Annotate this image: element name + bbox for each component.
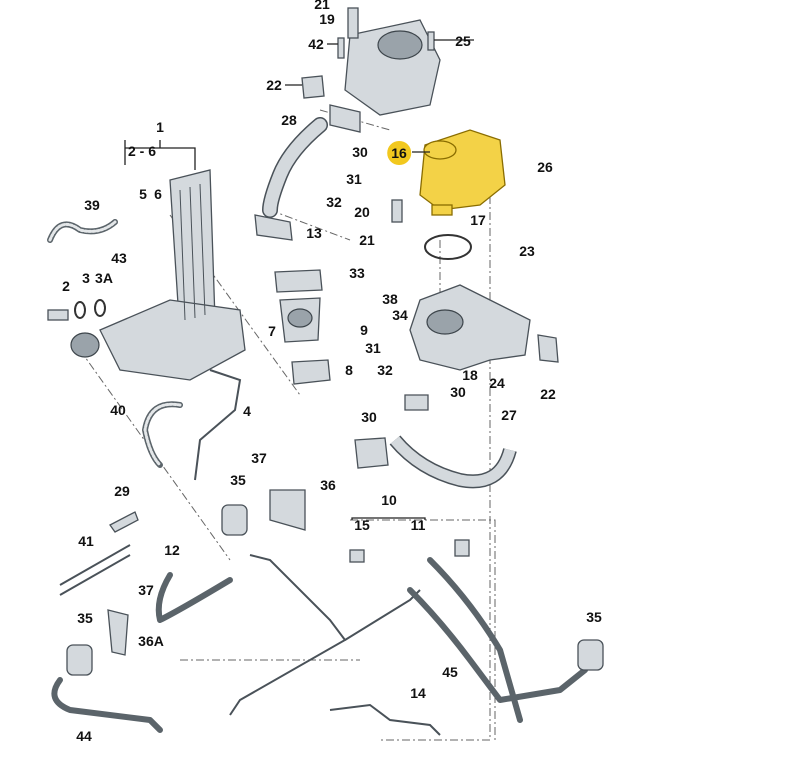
label-24[interactable]: 24 — [489, 375, 505, 391]
egr-valve-16 — [419, 129, 506, 216]
label-17[interactable]: 17 — [470, 212, 486, 228]
label-45[interactable]: 45 — [442, 664, 458, 680]
label-40[interactable]: 40 — [110, 402, 126, 418]
seals-2-3 — [47, 299, 106, 321]
label-16-highlighted[interactable]: 16 — [387, 141, 411, 165]
temp-sensor-4 — [194, 369, 242, 481]
label-30[interactable]: 30 — [450, 384, 466, 400]
egr-housing-18 — [409, 284, 531, 371]
label-10[interactable]: 10 — [381, 492, 397, 508]
sensor-20 — [391, 199, 403, 223]
label-21[interactable]: 21 — [314, 0, 330, 12]
label-22[interactable]: 22 — [540, 386, 556, 402]
label-18[interactable]: 18 — [462, 367, 478, 383]
label-9[interactable]: 9 — [360, 322, 368, 338]
gasket-17 — [424, 234, 472, 260]
egr-housing-top — [337, 7, 441, 116]
label-13[interactable]: 13 — [306, 225, 322, 241]
label-8[interactable]: 8 — [345, 362, 353, 378]
label-4[interactable]: 4 — [243, 403, 251, 419]
egr-cooler-1 — [70, 169, 246, 381]
label-6[interactable]: 6 — [154, 186, 162, 202]
bracket-36A — [107, 609, 129, 656]
gasket-33 — [274, 269, 323, 293]
pipe-28 — [262, 117, 328, 218]
gasket-30-lower — [354, 394, 429, 469]
label-42[interactable]: 42 — [308, 36, 324, 52]
leader-lines — [124, 39, 474, 520]
label-31[interactable]: 31 — [346, 171, 362, 187]
label-30[interactable]: 30 — [352, 144, 368, 160]
label-12[interactable]: 12 — [164, 542, 180, 558]
valve-11 — [454, 539, 470, 557]
label-5[interactable]: 5 — [139, 186, 147, 202]
gasket-22-right — [537, 334, 559, 363]
label-25[interactable]: 25 — [455, 33, 471, 49]
label-39[interactable]: 39 — [84, 197, 100, 213]
flange-7 — [279, 297, 321, 343]
label-11[interactable]: 11 — [410, 517, 426, 533]
label-44[interactable]: 44 — [76, 728, 92, 744]
label-35[interactable]: 35 — [77, 610, 93, 626]
label-32[interactable]: 32 — [326, 194, 342, 210]
label-29[interactable]: 29 — [114, 483, 130, 499]
label-33[interactable]: 33 — [349, 265, 365, 281]
label-3[interactable]: 3 — [82, 270, 90, 286]
label-26[interactable]: 26 — [537, 159, 553, 175]
label-23[interactable]: 23 — [519, 243, 535, 259]
hose-40 — [142, 401, 183, 468]
label-19[interactable]: 19 — [319, 11, 335, 27]
gasket-22-top — [301, 75, 325, 99]
label-38[interactable]: 38 — [382, 291, 398, 307]
gasket-30-top — [329, 104, 361, 133]
label-30[interactable]: 30 — [361, 409, 377, 425]
label-36[interactable]: 36 — [320, 477, 336, 493]
label-36a[interactable]: 36A — [138, 633, 164, 649]
label-27[interactable]: 27 — [501, 407, 517, 423]
gasket-13 — [254, 214, 293, 241]
label-20[interactable]: 20 — [354, 204, 370, 220]
label-34[interactable]: 34 — [392, 307, 408, 323]
label-3a[interactable]: 3A — [95, 270, 113, 286]
label-37[interactable]: 37 — [251, 450, 267, 466]
vacuum-lines — [51, 544, 588, 736]
gasket-8 — [291, 359, 331, 385]
label-41[interactable]: 41 — [78, 533, 94, 549]
label-22[interactable]: 22 — [266, 77, 282, 93]
hose-39 — [47, 219, 118, 243]
label-2[interactable]: 2 — [62, 278, 70, 294]
solenoid-valves-35 — [66, 504, 604, 676]
label-31[interactable]: 31 — [365, 340, 381, 356]
label-14[interactable]: 14 — [410, 685, 426, 701]
label-1[interactable]: 1 — [156, 119, 164, 135]
label-35[interactable]: 35 — [586, 609, 602, 625]
label-15[interactable]: 15 — [354, 517, 370, 533]
label-35[interactable]: 35 — [230, 472, 246, 488]
label-32[interactable]: 32 — [377, 362, 393, 378]
label-43[interactable]: 43 — [111, 250, 127, 266]
pipe-27 — [389, 435, 517, 489]
label-28[interactable]: 28 — [281, 112, 297, 128]
label-37[interactable]: 37 — [138, 582, 154, 598]
label-2-6[interactable]: 2 - 6 — [127, 143, 157, 159]
label-21[interactable]: 21 — [359, 232, 375, 248]
bracket-36 — [269, 489, 306, 531]
label-7[interactable]: 7 — [268, 323, 276, 339]
connector-15 — [349, 549, 365, 563]
filter-29 — [109, 511, 139, 533]
